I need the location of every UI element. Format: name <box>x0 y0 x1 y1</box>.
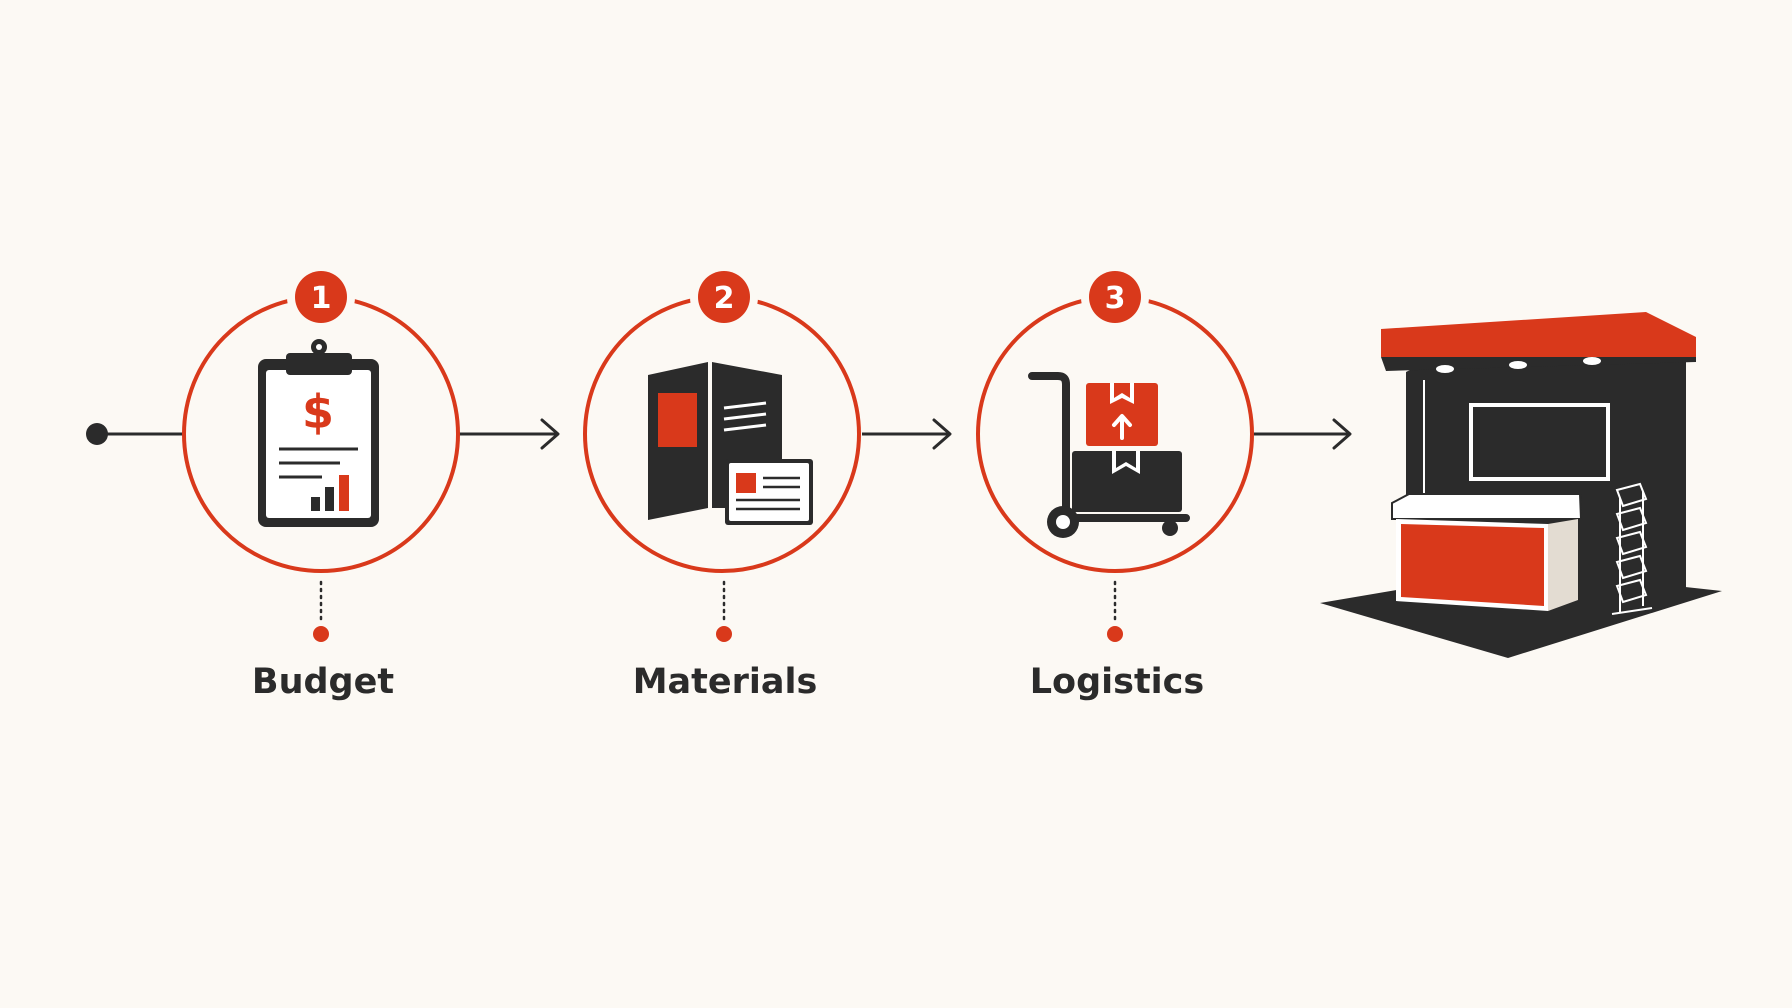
label-dot <box>313 626 329 642</box>
step-label: Materials <box>633 662 818 702</box>
step-number-badge: 3 <box>1089 271 1141 323</box>
brochure-materials-icon <box>648 362 813 525</box>
step-materials: 2 Materials <box>583 263 861 702</box>
flow-connectors <box>86 418 1352 450</box>
arrowhead-icon <box>1332 418 1352 450</box>
booth-header <box>1381 312 1696 357</box>
spotlight-icon <box>1583 357 1601 365</box>
arrowhead-icon <box>540 418 560 450</box>
arrowhead-icon <box>932 418 952 450</box>
spotlight-icon <box>1509 361 1527 369</box>
step-logistics: 3 Logistics <box>976 263 1254 702</box>
arrow-2-to-3 <box>862 418 952 450</box>
step-number: 3 <box>1105 281 1126 316</box>
step-number: 2 <box>714 281 735 316</box>
dollar-sign-icon: $ <box>302 385 334 439</box>
step-number: 1 <box>311 281 332 316</box>
booth-counter <box>1391 493 1583 520</box>
business-card-icon <box>725 459 813 525</box>
box-icon <box>1072 451 1182 512</box>
label-dot <box>1107 626 1123 642</box>
label-dot <box>716 626 732 642</box>
spotlight-icon <box>1436 365 1454 373</box>
trade-show-booth-icon <box>1320 312 1722 658</box>
arrow-up-icon <box>1112 414 1132 440</box>
step-number-badge: 2 <box>698 271 750 323</box>
step-label: Budget <box>252 662 394 702</box>
arrow-3-to-result <box>1254 418 1352 450</box>
bar-chart-icon <box>311 497 320 511</box>
clipboard-budget-icon: $ <box>258 339 379 527</box>
step-label: Logistics <box>1030 662 1205 702</box>
step-number-badge: 1 <box>295 271 347 323</box>
arrow-1-to-2 <box>459 418 560 450</box>
literature-rack-icon <box>1611 482 1653 615</box>
step-budget: 1 $ Budget <box>182 263 460 702</box>
hand-truck-boxes-icon <box>1028 372 1190 538</box>
